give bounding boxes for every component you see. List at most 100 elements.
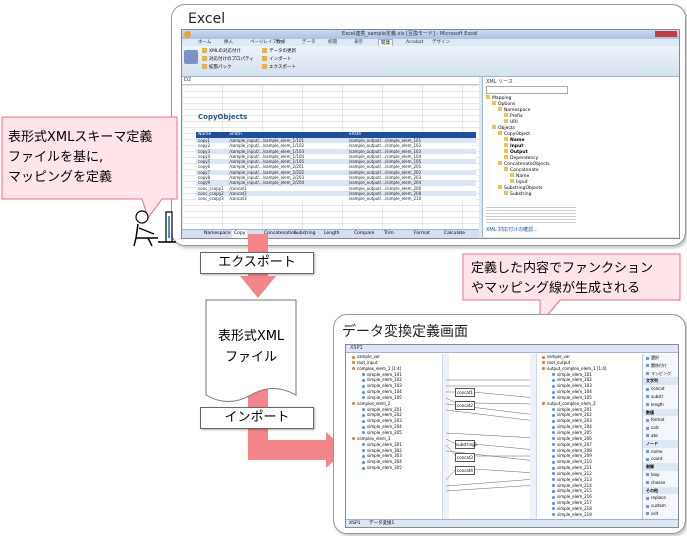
palette-section[interactable]: 制御 (643, 463, 678, 471)
table-cell[interactable]: copy5 (198, 159, 211, 165)
table-cell[interactable]: copy1 (198, 138, 211, 143)
name-box[interactable]: D2 (184, 77, 192, 83)
table-cell[interactable]: /concat1 (229, 185, 247, 191)
xml-tree-node[interactable]: Substring (486, 191, 676, 197)
source-tree-node[interactable]: simple_elem_102 (348, 377, 446, 383)
table-cell[interactable]: copy3 (198, 148, 211, 154)
table-row[interactable]: copy2/sample_input/.../sample_elem_1/102… (196, 143, 476, 149)
mapping-line[interactable] (445, 438, 457, 445)
ribbon-tab[interactable]: 数式 (276, 40, 285, 45)
source-tree-node[interactable]: sample_var (348, 354, 446, 360)
table-row[interactable]: copy6/sample_input/.../sample_elem_2/201… (196, 164, 476, 170)
source-tree-node[interactable]: simple_elem_104 (348, 389, 446, 395)
sheet-tab[interactable]: Calculate (444, 231, 466, 236)
target-tree-node[interactable]: simple_elem_215 (538, 488, 636, 494)
xml-tree-node[interactable]: Name (486, 137, 676, 143)
palette-item[interactable]: name (643, 448, 678, 456)
source-tree-node[interactable]: simple_elem_105 (348, 395, 446, 401)
source-tree-node[interactable]: complex_elem_3 (348, 436, 446, 442)
function-box-concat2[interactable]: concat2 (455, 401, 475, 410)
function-box-concat4[interactable]: concat4 (455, 466, 475, 475)
table-row[interactable]: copy4/sample_input/.../sample_elem_1/104… (196, 153, 476, 160)
xml-tree-node[interactable]: Dependency (486, 155, 676, 161)
ribbon-tab[interactable]: ページレイアウト (250, 40, 286, 45)
target-tree-node[interactable]: output_complex_elem_2 (538, 401, 636, 407)
target-tree-node[interactable]: simple_elem_214 (538, 483, 636, 489)
function-box-concat1[interactable]: concat1 (455, 388, 475, 397)
sheet-tab[interactable]: Format (414, 231, 430, 236)
source-tree-node[interactable]: simple_elem_304 (348, 459, 446, 465)
sheet-tab[interactable]: Substring (294, 231, 316, 236)
ribbon-tab[interactable]: ホーム (198, 40, 212, 45)
table-cell[interactable]: /sample_input/.../sample_elem_2/201 (229, 164, 305, 170)
table-cell[interactable]: /sample_output/.../simple_elem_203 (348, 175, 422, 181)
target-tree-node[interactable]: output_complex_elem_1 [1:4] (538, 366, 636, 372)
table-cell[interactable]: copy8 (198, 175, 211, 181)
table-cell[interactable]: /sample_input/.../sample_elem_1/104 (229, 153, 305, 159)
sheet-tab[interactable]: Concatenation (264, 231, 297, 236)
source-tree-node[interactable]: simple_elem_103 (348, 383, 446, 389)
source-tree-node[interactable]: root_input (348, 360, 446, 366)
table-row[interactable]: copy1/sample_input/.../sample_elem_1/101… (196, 138, 476, 144)
ribbon-tab[interactable]: デザイン (432, 40, 450, 45)
mapping-tab[interactable]: XSP1 (350, 345, 363, 351)
source-tree-node[interactable]: simple_elem_303 (348, 453, 446, 459)
bottom-tab[interactable]: XSP1 (349, 521, 361, 526)
ribbon-command[interactable]: エクスポート (262, 64, 296, 71)
table-header-cell[interactable]: Name (198, 132, 212, 137)
palette-item[interactable]: loop (643, 471, 678, 479)
sheet-tab[interactable]: Copy (232, 230, 248, 238)
target-tree-node[interactable]: simple_elem_212 (538, 471, 636, 477)
mapping-line[interactable] (472, 391, 537, 399)
sheet-tab[interactable]: Trim (384, 231, 394, 236)
table-row[interactable]: copy7/sample_input/.../sample_elem_2/202… (196, 169, 476, 176)
xml-tree-node[interactable]: Input (486, 143, 676, 149)
palette-item[interactable]: replace (643, 494, 678, 502)
table-row[interactable]: conc_ccopy2/concat2/sample_output/.../si… (196, 190, 476, 197)
source-tree-node[interactable]: simple_elem_302 (348, 448, 446, 454)
target-tree-node[interactable]: simple_elem_210 (538, 459, 636, 465)
ribbon-command[interactable]: インポート (262, 56, 292, 63)
mapping-line[interactable] (445, 478, 537, 487)
function-box-concat3[interactable]: concat3 (455, 453, 475, 462)
xml-tree-node[interactable]: Name (486, 173, 676, 179)
xml-tree-node[interactable]: Output (486, 149, 676, 155)
table-cell[interactable]: /sample_output/.../simple_elem_201 (348, 164, 422, 170)
table-row[interactable]: copy5/sample_input/.../sample_elem_1/105… (196, 159, 476, 165)
palette-item[interactable]: count (643, 455, 678, 463)
table-cell[interactable]: /concat3 (229, 196, 247, 202)
xml-tree-node[interactable]: Prefix (486, 113, 676, 119)
table-cell[interactable]: /sample_output/.../simple_elem_208 (348, 190, 422, 196)
table-row[interactable]: copy9/sample_input/.../sample_elem_2/204… (196, 180, 476, 186)
table-cell[interactable]: /sample_output/.../simple_elem_105 (348, 159, 422, 165)
target-tree-node[interactable]: simple_elem_219 (538, 512, 636, 518)
target-tree-node[interactable]: simple_elem_202 (538, 412, 636, 418)
xml-tree-node[interactable]: SubstringObjects (486, 185, 676, 191)
palette-item[interactable]: 関係付け (643, 362, 678, 370)
target-tree-node[interactable]: simple_elem_103 (538, 383, 636, 389)
target-tree-node[interactable]: simple_elem_216 (538, 494, 636, 500)
mapping-line[interactable] (445, 397, 457, 404)
xml-tree-node[interactable]: Concatenate (486, 167, 676, 173)
xml-tree-node[interactable]: ConcatenateObjects (486, 161, 676, 167)
ribbon-command[interactable]: データの更新 (262, 48, 296, 55)
palette-section[interactable]: ノード (643, 439, 678, 448)
target-tree-node[interactable]: simple_elem_101 (538, 372, 636, 378)
ribbon-command[interactable]: 対応付けのプロパティ (202, 56, 254, 63)
ribbon-command[interactable]: 拡張パック (202, 64, 232, 71)
xml-tree-node[interactable]: CopyObject (486, 131, 676, 137)
mapping-line[interactable] (445, 409, 537, 422)
xml-tree-node[interactable]: Namespace (486, 107, 676, 113)
palette-item[interactable]: xslt (643, 510, 678, 518)
table-cell[interactable]: /sample_output/.../simple_elem_101 (348, 138, 422, 143)
source-scrollbar[interactable] (442, 354, 449, 519)
source-tree-node[interactable]: simple_elem_301 (348, 442, 446, 448)
palette-section[interactable]: 数値 (643, 408, 678, 417)
source-tree-node[interactable]: simple_elem_101 (348, 372, 446, 378)
target-tree-node[interactable]: simple_elem_206 (538, 436, 636, 442)
target-tree-node[interactable]: simple_elem_218 (538, 506, 636, 512)
source-tree-node[interactable]: simple_elem_203 (348, 418, 446, 424)
table-cell[interactable]: /sample_output/.../simple_elem_210 (348, 196, 422, 202)
palette-item[interactable]: substr (643, 393, 678, 401)
target-tree-node[interactable]: sample_var (538, 354, 636, 360)
